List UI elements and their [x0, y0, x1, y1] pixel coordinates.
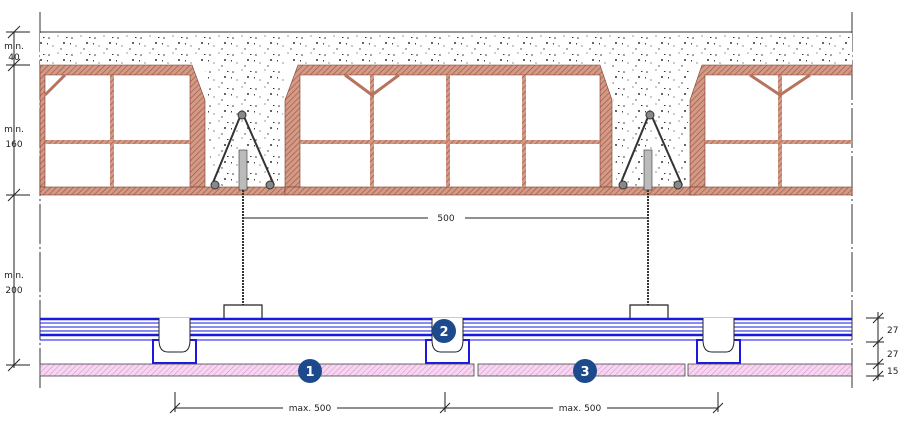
hollow-block-right — [689, 64, 853, 196]
dim-27-upper: 27 — [887, 326, 898, 336]
dim-min160-prefix: min. — [4, 125, 24, 135]
marker-1-label: 1 — [305, 365, 314, 380]
dim-27-lower: 27 — [887, 350, 898, 360]
marker-2: 2 — [432, 319, 456, 343]
hollow-block-left — [39, 64, 286, 196]
dim-15: 15 — [887, 367, 898, 377]
concrete-slab — [40, 33, 852, 195]
dim-max500-2: max. 500 — [559, 404, 602, 414]
rebar-left — [210, 109, 275, 190]
hanger-right — [629, 149, 669, 318]
dim-min200-value: 200 — [5, 286, 22, 296]
dim-min200-prefix: min. — [4, 271, 24, 281]
cross-profile-3 — [696, 318, 741, 364]
marker-3-label: 3 — [580, 365, 589, 380]
marker-2-label: 2 — [439, 325, 448, 340]
hollow-block-middle — [284, 64, 698, 196]
marker-1: 1 — [298, 359, 322, 383]
rebar-right — [618, 109, 683, 190]
dim-min40-prefix: min. — [4, 42, 24, 52]
dim-max500-1: max. 500 — [289, 404, 332, 414]
marker-3: 3 — [573, 359, 597, 383]
profile-spacing-dimension — [169, 392, 724, 414]
dim-min40-value: 40 — [8, 53, 20, 63]
dim-500: 500 — [437, 214, 454, 224]
right-dimension-chain — [866, 312, 884, 382]
left-dimension-chain — [6, 25, 30, 372]
plasterboard-layer — [39, 363, 853, 377]
hanger-left — [223, 149, 263, 318]
cross-profile-1 — [152, 318, 197, 364]
dim-min160-value: 160 — [5, 140, 22, 150]
